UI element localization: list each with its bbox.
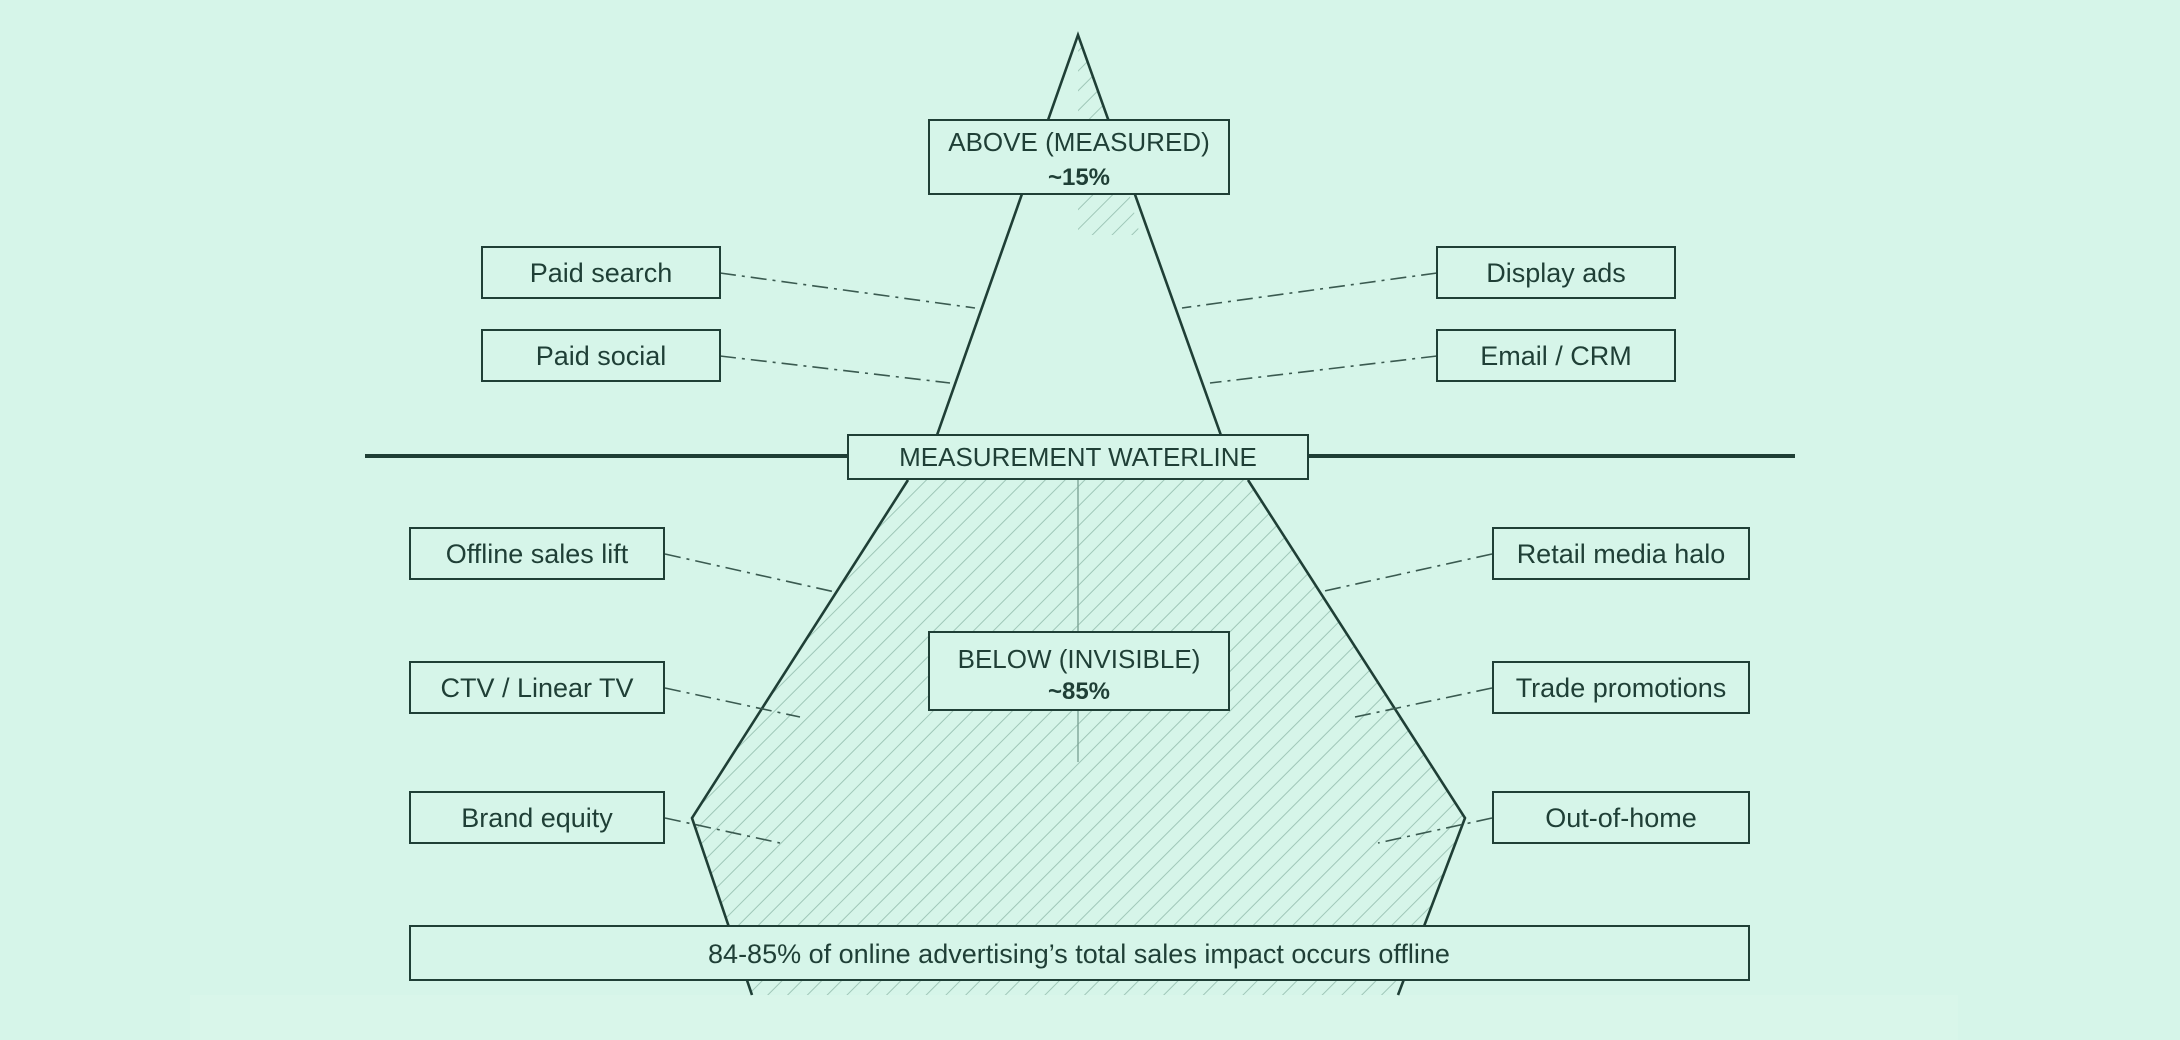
- channel-display-ads: Display ads: [1436, 246, 1676, 299]
- channel-trade-promotions: Trade promotions: [1492, 661, 1750, 714]
- leader-line: [719, 272, 976, 309]
- above-value: ~15%: [1048, 164, 1110, 191]
- svg-text:Trade promotions: Trade promotions: [1516, 673, 1727, 703]
- leader-line: [719, 355, 951, 384]
- leader-line: [1377, 817, 1493, 844]
- channel-out-of-home: Out-of-home: [1492, 791, 1750, 844]
- waterline-label: MEASUREMENT WATERLINE: [899, 442, 1257, 472]
- svg-text:Paid search: Paid search: [530, 258, 673, 288]
- channel-paid-search: Paid search: [481, 246, 721, 299]
- leader-line: [1209, 355, 1438, 384]
- above-measured-box: ABOVE (MEASURED) ~15%: [928, 119, 1230, 195]
- channel-ctv-linear-tv: CTV / Linear TV: [409, 661, 665, 714]
- bottom-band: [190, 995, 1958, 1040]
- svg-text:Retail media halo: Retail media halo: [1517, 539, 1726, 569]
- waterline-box: MEASUREMENT WATERLINE: [847, 434, 1309, 480]
- below-invisible-box: BELOW (INVISIBLE) ~85%: [928, 631, 1230, 711]
- svg-text:Email / CRM: Email / CRM: [1480, 341, 1632, 371]
- channel-paid-social: Paid social: [481, 329, 721, 382]
- channel-email-crm: Email / CRM: [1436, 329, 1676, 382]
- svg-text:CTV / Linear TV: CTV / Linear TV: [440, 673, 633, 703]
- leader-line: [664, 817, 781, 844]
- leader-line: [1181, 272, 1438, 309]
- channel-offline-sales-lift: Offline sales lift: [409, 527, 665, 580]
- leader-line: [1319, 553, 1493, 593]
- leader-line: [664, 687, 801, 718]
- svg-text:Brand equity: Brand equity: [461, 803, 613, 833]
- svg-text:Out-of-home: Out-of-home: [1545, 803, 1697, 833]
- channel-brand-equity: Brand equity: [409, 791, 665, 844]
- below-title: BELOW (INVISIBLE): [958, 644, 1201, 674]
- svg-text:Display ads: Display ads: [1486, 258, 1626, 288]
- channel-retail-media-halo: Retail media halo: [1492, 527, 1750, 580]
- iceberg-tip-outline: [928, 31, 1230, 456]
- svg-text:Paid social: Paid social: [536, 341, 667, 371]
- svg-text:Offline sales lift: Offline sales lift: [446, 539, 629, 569]
- below-value: ~85%: [1048, 678, 1110, 705]
- leader-line: [1354, 687, 1493, 718]
- leader-line: [664, 553, 836, 593]
- above-title: ABOVE (MEASURED): [948, 127, 1210, 157]
- footer-note: 84-85% of online advertising’s total sal…: [708, 939, 1450, 969]
- footer-note-box: 84-85% of online advertising’s total sal…: [409, 925, 1750, 981]
